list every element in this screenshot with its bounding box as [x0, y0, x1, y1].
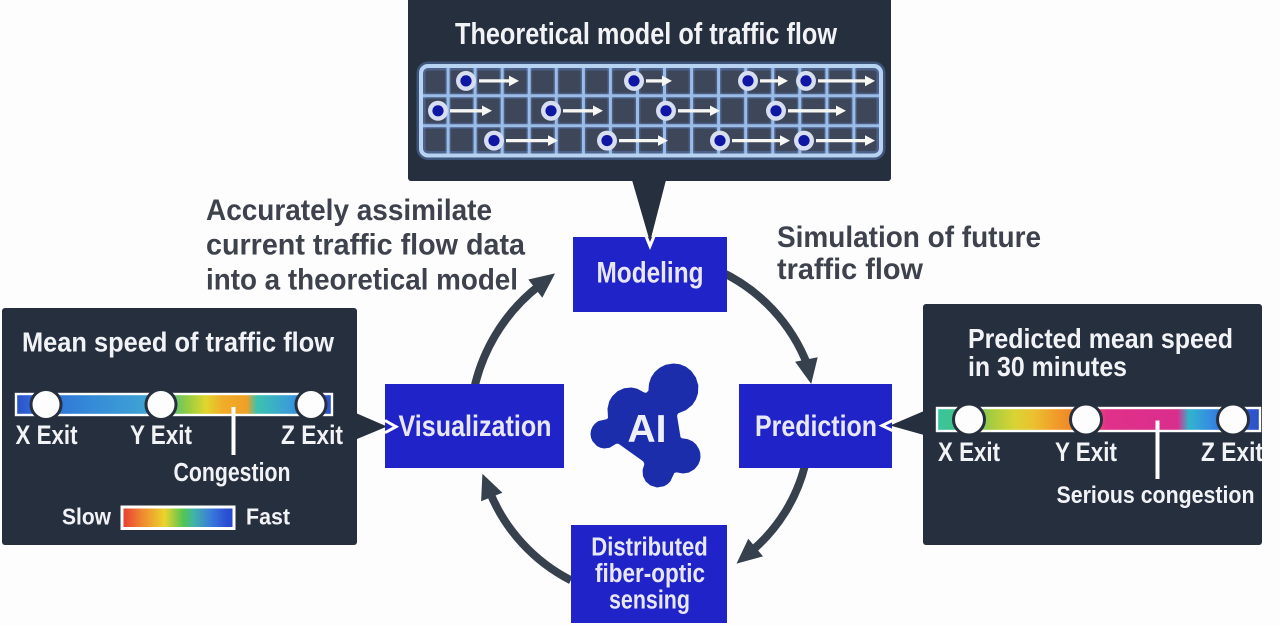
- svg-text:fiber-optic: fiber-optic: [595, 560, 705, 588]
- svg-text:Z Exit: Z Exit: [1201, 437, 1263, 467]
- svg-text:Simulation of future: Simulation of future: [777, 221, 1041, 254]
- svg-text:Predicted mean speed: Predicted mean speed: [968, 323, 1233, 354]
- svg-text:into a theoretical model: into a theoretical model: [206, 263, 518, 296]
- svg-text:AI: AI: [628, 408, 667, 451]
- svg-text:Distributed: Distributed: [591, 534, 708, 562]
- svg-text:Serious congestion: Serious congestion: [1057, 482, 1255, 509]
- svg-text:Mean speed of traffic flow: Mean speed of traffic flow: [22, 327, 334, 358]
- svg-text:Congestion: Congestion: [174, 459, 291, 487]
- svg-text:Accurately assimilate: Accurately assimilate: [206, 194, 492, 227]
- svg-text:Y Exit: Y Exit: [1055, 437, 1117, 467]
- svg-text:Modeling: Modeling: [597, 257, 704, 290]
- svg-text:in 30 minutes: in 30 minutes: [968, 351, 1127, 382]
- svg-text:X Exit: X Exit: [938, 437, 1000, 467]
- svg-text:sensing: sensing: [609, 587, 690, 615]
- svg-text:Theoretical model of traffic f: Theoretical model of traffic flow: [455, 16, 838, 51]
- svg-text:Slow: Slow: [62, 504, 111, 530]
- svg-text:Fast: Fast: [246, 504, 290, 530]
- svg-text:traffic flow: traffic flow: [777, 253, 924, 286]
- svg-text:Prediction: Prediction: [755, 410, 877, 443]
- svg-text:X Exit: X Exit: [16, 420, 78, 450]
- svg-text:Visualization: Visualization: [399, 410, 552, 443]
- svg-text:current traffic flow data: current traffic flow data: [206, 229, 525, 262]
- svg-text:Z Exit: Z Exit: [281, 420, 343, 450]
- svg-text:Y Exit: Y Exit: [130, 420, 192, 450]
